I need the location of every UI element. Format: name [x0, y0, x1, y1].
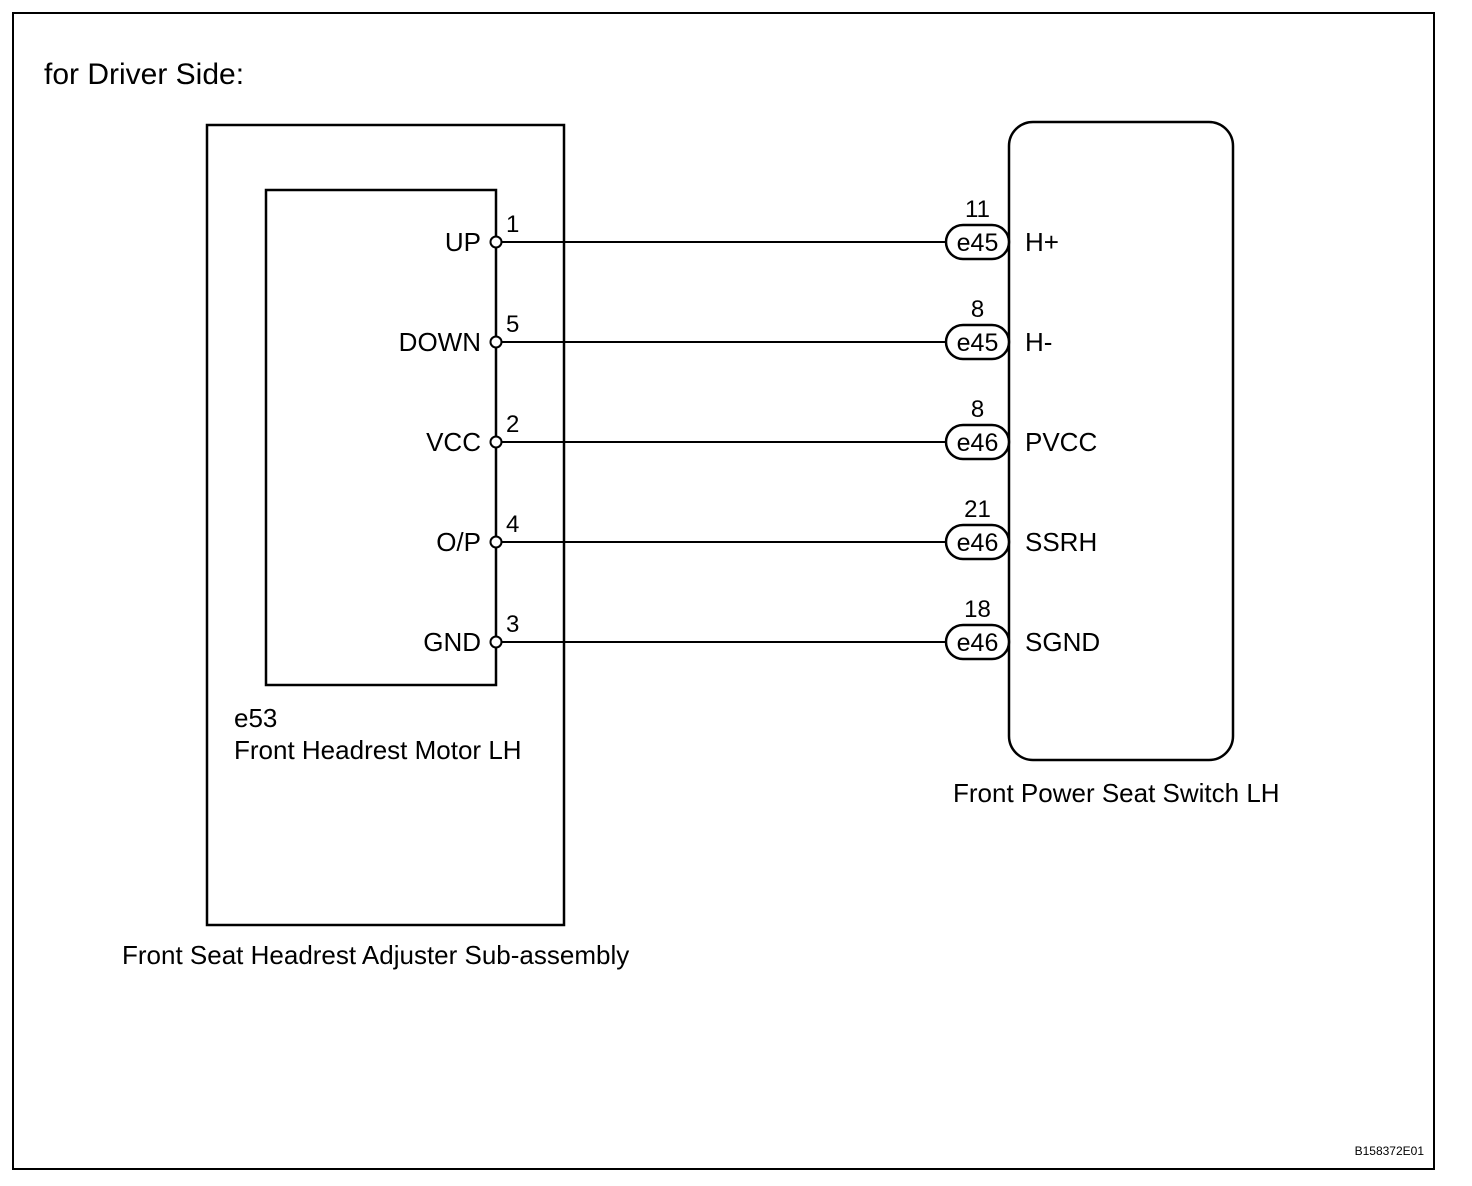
switch-pin-number: 8	[971, 396, 984, 423]
diagram-title: for Driver Side:	[44, 58, 244, 91]
switch-pin-number: 11	[965, 196, 990, 223]
switch-pin-number: 8	[971, 296, 984, 323]
switch-pin-number: 18	[964, 596, 991, 623]
connector-code: e45	[957, 229, 999, 257]
motor-pin-number: 4	[506, 511, 519, 538]
wire-group: UP1e4511H+DOWN5e458H-VCC2e468PVCCO/P4e46…	[399, 196, 1100, 661]
connector-code: e45	[957, 329, 999, 357]
motor-pin-number: 1	[506, 211, 519, 238]
motor-connector-code: e53	[234, 703, 277, 733]
motor-signal-label: O/P	[436, 527, 481, 557]
connector-oval	[944, 523, 1011, 561]
switch-signal-label: SSRH	[1025, 527, 1097, 557]
figure-code: B158372E01	[1355, 1144, 1425, 1158]
connector-code: e46	[957, 529, 999, 557]
motor-signal-label: DOWN	[399, 327, 481, 357]
terminal-circle	[489, 235, 503, 249]
terminal-circle	[489, 335, 503, 349]
connector-oval	[944, 623, 1011, 661]
terminal-circle	[489, 535, 503, 549]
diagram-frame	[12, 12, 1435, 1170]
connector-oval	[944, 223, 1011, 261]
switch-signal-label: H+	[1025, 227, 1059, 257]
motor-label: Front Headrest Motor LH	[234, 735, 522, 765]
motor-signal-label: UP	[445, 227, 481, 257]
switch-signal-label: PVCC	[1025, 427, 1097, 457]
switch-signal-label: H-	[1025, 327, 1052, 357]
connector-code: e46	[957, 429, 999, 457]
connector-oval	[944, 423, 1011, 461]
motor-pin-number: 2	[506, 411, 519, 438]
motor-signal-label: VCC	[426, 427, 481, 457]
motor-signal-label: GND	[423, 627, 481, 657]
headrest-adjuster-box	[205, 123, 566, 927]
power-seat-switch-label: Front Power Seat Switch LH	[953, 778, 1280, 808]
connector-code: e46	[957, 629, 999, 657]
terminal-circle	[489, 635, 503, 649]
connector-oval	[944, 323, 1011, 361]
motor-pin-number: 5	[506, 311, 519, 338]
switch-pin-number: 21	[964, 496, 991, 523]
headrest-adjuster-label: Front Seat Headrest Adjuster Sub-assembl…	[122, 940, 629, 970]
motor-pin-number: 3	[506, 611, 519, 638]
terminal-circle	[489, 435, 503, 449]
switch-signal-label: SGND	[1025, 627, 1100, 657]
